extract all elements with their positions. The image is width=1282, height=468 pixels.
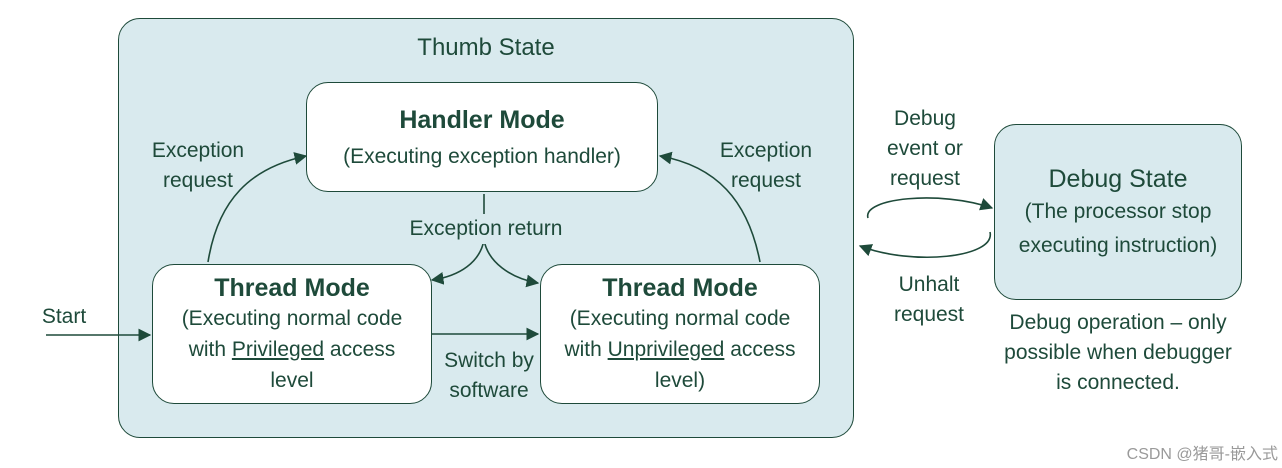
thread-mode-unprivileged-line2: with Unprivileged access	[541, 334, 819, 365]
exception-return-left-arrow	[430, 239, 485, 285]
debug-note: Debug operation – only possible when deb…	[984, 308, 1252, 398]
thread-mode-unprivileged-line1: (Executing normal code	[569, 307, 791, 330]
exception-request-right-arrow	[658, 151, 761, 263]
privileged-underlined: Privileged	[231, 338, 325, 361]
exception-request-left-label: Exception request	[138, 136, 258, 196]
debug-state-box: Debug State (The processor stop executin…	[994, 124, 1242, 300]
unhalt-request-label: Unhalt request	[874, 270, 984, 330]
unprivileged-underlined: Unprivileged	[607, 338, 725, 361]
exception-request-right-label: Exception request	[706, 136, 826, 196]
switch-by-software-line1: Switch by	[444, 349, 534, 372]
switch-by-software-line2: software	[449, 379, 529, 402]
thread-mode-unprivileged-line2-post: access	[724, 338, 796, 361]
thread-mode-unprivileged-line3: level)	[654, 369, 706, 392]
start-label: Start	[41, 305, 87, 328]
switch-by-software-label: Switch by software	[434, 346, 544, 406]
unhalt-request-line1: Unhalt	[898, 273, 960, 296]
exception-request-left-arrow	[207, 152, 308, 263]
thread-mode-unprivileged-line2-pre: with	[564, 338, 608, 361]
thread-mode-privileged-line1: (Executing normal code	[181, 307, 403, 330]
thread-mode-unprivileged-title: Thread Mode	[602, 274, 758, 302]
thread-mode-privileged-line2-post: access	[324, 338, 396, 361]
handler-mode-title: Handler Mode	[399, 106, 565, 134]
debug-state-line2: executing instruction)	[1018, 234, 1218, 257]
debug-state-line1: (The processor stop	[1024, 200, 1212, 223]
watermark: CSDN @猪哥-嵌入式	[1126, 446, 1278, 463]
thread-mode-unprivileged-box: Thread Mode (Executing normal code with …	[540, 264, 820, 404]
debug-note-line1: Debug operation – only	[1009, 311, 1227, 334]
handler-mode-desc: (Executing exception handler)	[343, 145, 621, 168]
exception-return-right-arrow	[483, 239, 540, 288]
unhalt-request-line2: request	[893, 303, 965, 326]
exception-request-left-line2: request	[162, 169, 234, 192]
exception-request-right-line2: request	[730, 169, 802, 192]
debug-note-line2: possible when debugger	[1004, 341, 1232, 364]
debug-note-line3: is connected.	[1056, 371, 1180, 394]
thread-mode-privileged-line2: with Privileged access	[153, 334, 431, 365]
exception-request-right-line1: Exception	[719, 139, 813, 162]
debug-state-title: Debug State	[1048, 165, 1188, 193]
thread-mode-privileged-box: Thread Mode (Executing normal code with …	[152, 264, 432, 404]
debug-request-arrow	[867, 197, 994, 219]
handler-mode-box: Handler Mode (Executing exception handle…	[306, 82, 658, 192]
debug-request-label: Debug event or request	[870, 104, 980, 194]
thumb-state-title: Thumb State	[417, 34, 555, 61]
unhalt-request-arrow	[858, 231, 991, 259]
debug-request-line2: event or	[887, 137, 963, 160]
thread-mode-privileged-line3: level	[270, 369, 314, 392]
debug-request-line1: Debug	[894, 107, 956, 130]
exception-return-label: Exception return	[384, 214, 588, 244]
thread-mode-privileged-line2-pre: with	[188, 338, 232, 361]
thread-mode-privileged-title: Thread Mode	[214, 274, 370, 302]
debug-request-line3: request	[889, 167, 961, 190]
exception-request-left-line1: Exception	[151, 139, 245, 162]
